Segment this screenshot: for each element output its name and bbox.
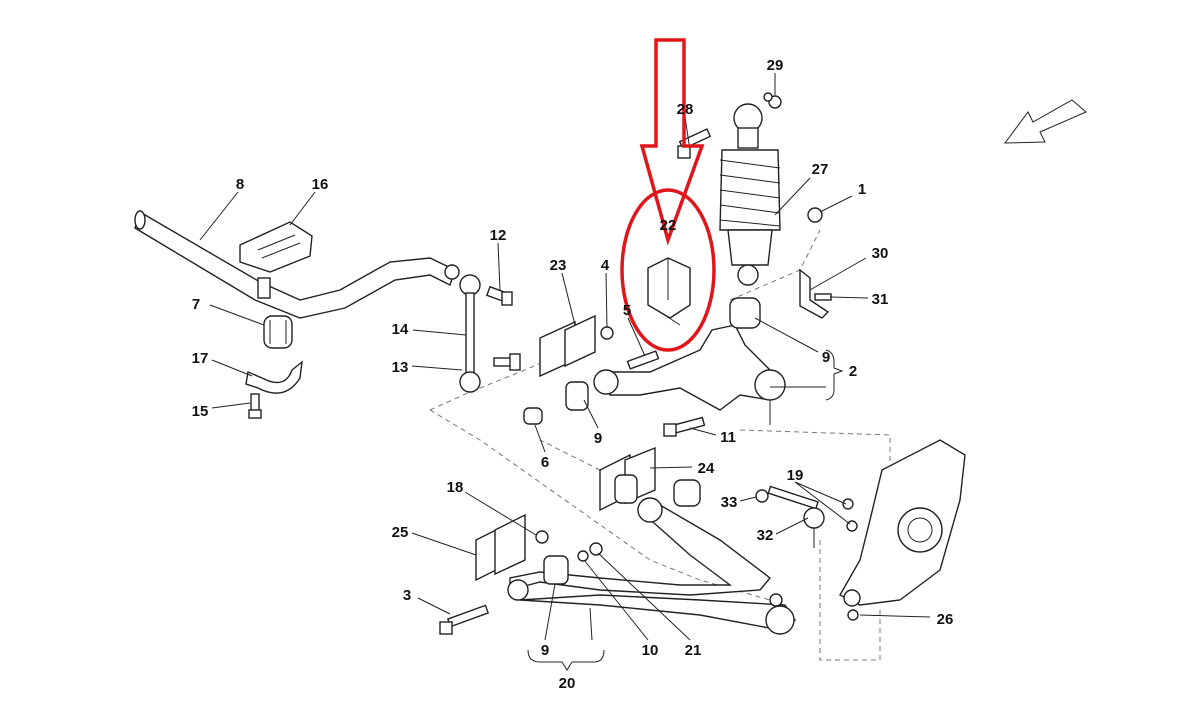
stabilizer-link-14 xyxy=(444,264,481,393)
upper-control-arm-2 xyxy=(593,297,786,425)
callout-8: 8 xyxy=(236,176,244,193)
callout-33: 33 xyxy=(721,494,738,511)
callout-18: 18 xyxy=(447,479,464,496)
callout-28: 28 xyxy=(677,101,694,118)
callout-27: 27 xyxy=(812,161,829,178)
callout-9-mid: 9 xyxy=(594,430,602,447)
bushing-9-lower xyxy=(543,555,569,585)
bushing-7 xyxy=(263,315,293,349)
callout-6: 6 xyxy=(541,454,549,471)
nut-4 xyxy=(600,326,614,340)
callout-4: 4 xyxy=(601,257,610,274)
leader-lines xyxy=(199,73,931,671)
bolt-28 xyxy=(677,128,712,159)
callout-7: 7 xyxy=(192,296,200,313)
bolt-3 xyxy=(439,604,490,635)
bolt-12 xyxy=(485,285,513,306)
callout-16: 16 xyxy=(312,176,329,193)
bracket-23 xyxy=(539,314,596,378)
bushing-6 xyxy=(523,407,543,425)
callout-17: 17 xyxy=(192,350,209,367)
tie-rod-end-32 xyxy=(767,485,825,548)
highlight-arrow-icon xyxy=(639,38,705,246)
callout-15: 15 xyxy=(192,403,209,420)
callout-labels: 29 28 27 1 22 30 31 8 16 12 23 4 5 7 14 … xyxy=(192,57,954,692)
callout-30: 30 xyxy=(872,245,889,262)
callout-21: 21 xyxy=(685,642,702,659)
callout-11: 11 xyxy=(720,429,736,446)
direction-arrow-icon xyxy=(1003,99,1087,144)
callout-3: 3 xyxy=(403,587,411,604)
stabilizer-bar xyxy=(134,210,456,319)
callout-29: 29 xyxy=(767,57,784,74)
bracket-24 xyxy=(599,446,656,512)
bolt-15 xyxy=(248,393,262,419)
bracket-22 xyxy=(647,257,691,326)
callout-10: 10 xyxy=(642,642,659,659)
callout-14: 14 xyxy=(392,321,409,338)
nut-33 xyxy=(755,489,769,503)
bushing-9-upper-left xyxy=(565,381,589,411)
callout-23: 23 xyxy=(550,257,567,274)
callout-25: 25 xyxy=(392,524,409,541)
washer-10 xyxy=(577,550,589,562)
bolt-13 xyxy=(493,353,521,371)
callout-9-upper: 9 xyxy=(822,349,830,366)
clamp-17 xyxy=(245,360,303,394)
callout-31: 31 xyxy=(872,291,889,308)
callout-22: 22 xyxy=(660,217,677,234)
highlight-ellipse xyxy=(620,188,716,352)
callout-9-lower: 9 xyxy=(541,642,549,659)
nut-26 xyxy=(847,609,859,621)
bolt-18 xyxy=(535,530,549,544)
callout-2: 2 xyxy=(849,363,857,380)
highlight-marker xyxy=(620,38,716,352)
lower-control-arm-20 xyxy=(507,497,796,635)
callout-12: 12 xyxy=(490,227,507,244)
callout-13: 13 xyxy=(392,359,409,376)
bushing-9-mid xyxy=(673,479,701,507)
steering-knuckle-26 xyxy=(839,439,966,607)
bolt-5 xyxy=(626,350,660,370)
callout-1: 1 xyxy=(858,181,866,198)
bolt-11 xyxy=(663,416,706,437)
callout-32: 32 xyxy=(757,527,774,544)
washer-29 xyxy=(763,92,782,109)
callout-5: 5 xyxy=(623,302,631,319)
callout-24: 24 xyxy=(698,460,715,477)
bracket-25 xyxy=(475,513,526,582)
callout-26: 26 xyxy=(937,611,954,628)
nut-1 xyxy=(807,207,823,223)
callout-20: 20 xyxy=(559,675,576,692)
bolt-31 xyxy=(814,293,832,301)
bar-clamp-16 xyxy=(239,221,313,273)
callout-19: 19 xyxy=(787,467,804,484)
bracket-30 xyxy=(799,268,830,319)
coilover-27 xyxy=(719,103,781,286)
nut-21 xyxy=(589,542,603,556)
